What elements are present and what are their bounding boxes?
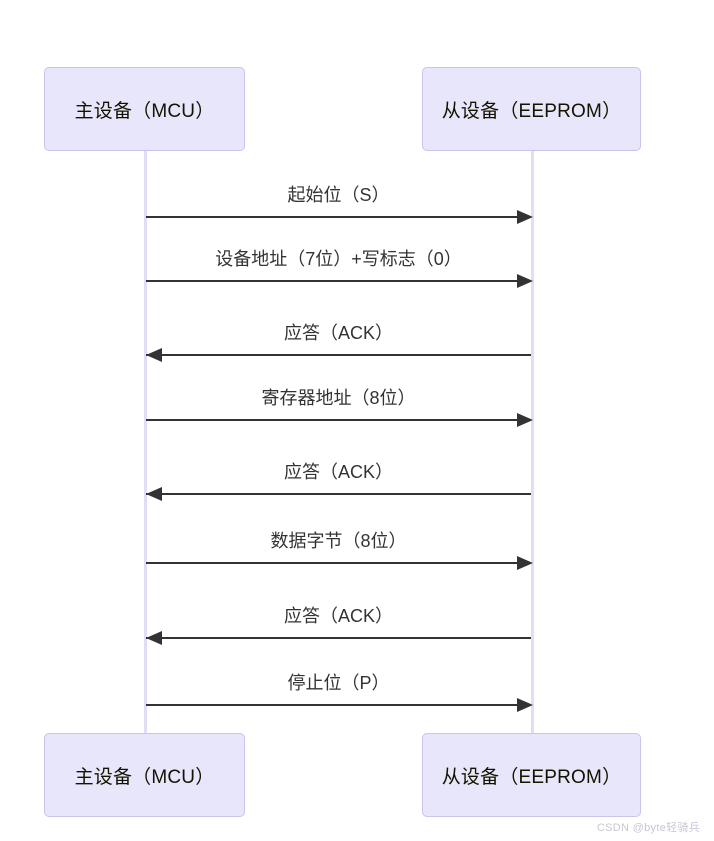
participant-slave-bottom[interactable]: 从设备（EEPROM） xyxy=(422,733,641,817)
message-3-label: 应答（ACK） xyxy=(283,323,393,343)
lifeline-slave xyxy=(531,151,534,733)
arrowhead-right-icon xyxy=(517,556,533,570)
arrowhead-left-icon xyxy=(146,631,162,645)
participant-slave-top[interactable]: 从设备（EEPROM） xyxy=(422,67,641,151)
participant-master-bottom[interactable]: 主设备（MCU） xyxy=(44,733,245,817)
message-8-line xyxy=(146,704,531,706)
arrowhead-right-icon xyxy=(517,274,533,288)
message-7-line xyxy=(146,637,531,639)
watermark: CSDN @byte轻骑兵 xyxy=(596,822,700,834)
message-6-label: 数据字节（8位） xyxy=(270,531,407,551)
arrowhead-left-icon xyxy=(146,487,162,501)
message-5-line xyxy=(146,493,531,495)
lifeline-master xyxy=(144,151,147,733)
message-1-label: 起始位（S） xyxy=(287,185,390,205)
message-5-label: 应答（ACK） xyxy=(283,462,393,482)
participant-master-top[interactable]: 主设备（MCU） xyxy=(44,67,245,151)
message-7-label: 应答（ACK） xyxy=(283,606,393,626)
arrowhead-right-icon xyxy=(517,210,533,224)
message-6-line xyxy=(146,562,531,564)
arrowhead-right-icon xyxy=(517,413,533,427)
message-3-line xyxy=(146,354,531,356)
arrowhead-left-icon xyxy=(146,348,162,362)
message-2-line xyxy=(146,280,531,282)
message-2-label: 设备地址（7位）+写标志（0） xyxy=(215,249,462,269)
message-8-label: 停止位（P） xyxy=(287,673,390,693)
message-1-line xyxy=(146,216,531,218)
message-4-line xyxy=(146,419,531,421)
message-4-label: 寄存器地址（8位） xyxy=(261,388,416,408)
arrowhead-right-icon xyxy=(517,698,533,712)
